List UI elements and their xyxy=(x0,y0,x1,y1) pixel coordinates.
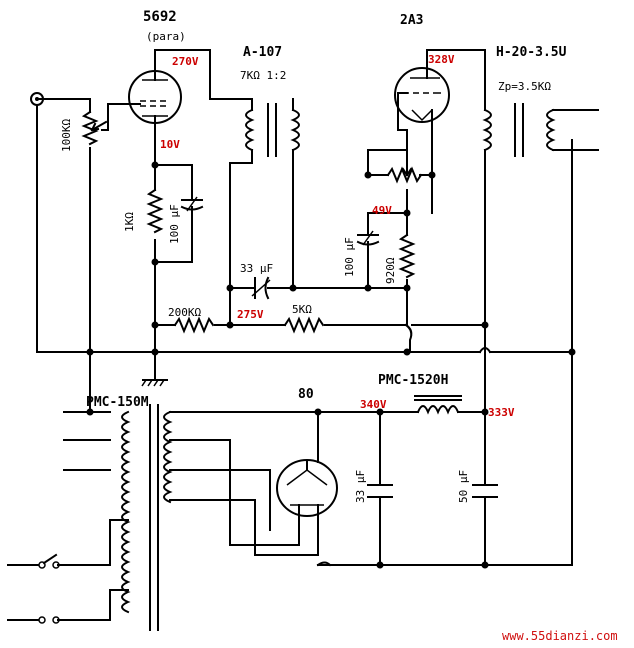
label-340v: 340V xyxy=(360,398,387,411)
label-zp: Zp=3.5KΩ xyxy=(498,80,551,93)
label-275v: 275V xyxy=(237,308,264,321)
label-7k-ratio: 7KΩ 1:2 xyxy=(240,69,286,82)
transformer-a107 xyxy=(245,103,300,157)
label-pmc1520h: PMC-1520H xyxy=(378,373,448,388)
label-80: 80 xyxy=(298,387,314,402)
label-920: 920Ω xyxy=(384,257,397,284)
label-328v: 328V xyxy=(428,53,455,66)
tube-5692-symbol xyxy=(128,67,182,126)
tube-2a3-symbol xyxy=(394,59,450,176)
resistor-5k xyxy=(283,316,325,334)
label-h20: H-20-3.5U xyxy=(496,45,567,60)
label-2a3: 2A3 xyxy=(400,13,423,28)
watermark: www.55dianzi.com xyxy=(502,629,618,643)
label-100uf-cathode: 100 μF xyxy=(168,204,181,244)
capacitor-50uf-filter xyxy=(472,484,498,498)
tube-80-symbol xyxy=(276,459,338,517)
resistor-200k xyxy=(173,316,215,334)
choke-pmc1520h xyxy=(414,395,462,415)
resistor-bias-pot xyxy=(386,162,423,184)
resistor-1k xyxy=(146,188,164,234)
label-10v: 10V xyxy=(160,138,180,151)
transformer-h20 xyxy=(482,103,556,157)
label-270v: 270V xyxy=(172,55,199,68)
capacitor-100uf-bias xyxy=(356,230,380,266)
capacitor-100uf-cathode xyxy=(180,196,204,226)
wiring xyxy=(7,49,599,621)
labels: 5692 (para) 270V 10V A-107 7KΩ 1:2 2A3 3… xyxy=(60,9,618,643)
label-a107: A-107 xyxy=(243,45,282,60)
label-200k: 200KΩ xyxy=(168,306,201,319)
mains-switch xyxy=(38,553,60,624)
label-1k: 1KΩ xyxy=(123,212,136,232)
capacitor-33uf-coupling xyxy=(251,276,271,300)
resistor-920 xyxy=(398,233,416,279)
label-333v: 333V xyxy=(488,406,515,419)
label-50uf-filter: 50 μF xyxy=(457,470,470,503)
label-49v: 49V xyxy=(372,204,392,217)
label-100uf-bias: 100 μF xyxy=(343,237,356,277)
label-5k: 5KΩ xyxy=(292,303,312,316)
transformer-pmc150m xyxy=(109,404,173,631)
label-33uf-coupling: 33 μF xyxy=(240,262,273,275)
label-pmc150m: PMC-150M xyxy=(86,395,149,410)
capacitor-33uf-filter xyxy=(367,484,393,498)
label-100k: 100KΩ xyxy=(60,119,73,152)
label-5692: 5692 xyxy=(143,9,177,25)
resistor-100k-pot xyxy=(81,110,108,146)
ground-symbol xyxy=(141,351,168,387)
label-para: (para) xyxy=(146,30,186,43)
label-33uf-filter: 33 μF xyxy=(354,470,367,503)
junction-dots xyxy=(86,161,576,569)
